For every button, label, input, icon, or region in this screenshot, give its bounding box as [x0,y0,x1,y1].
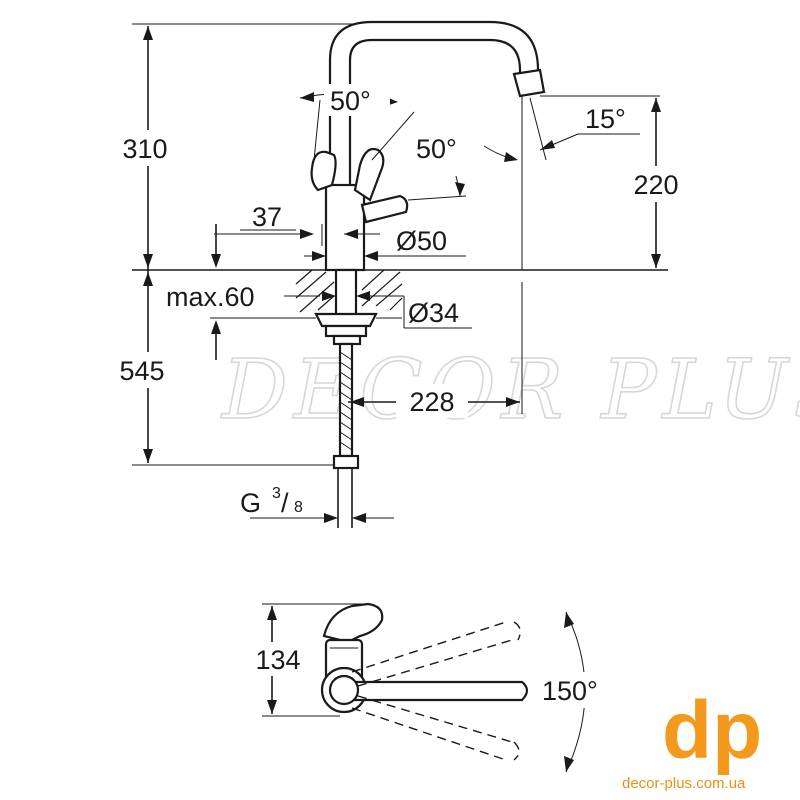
swing-lower-tip [513,741,520,761]
arrow-icon [143,254,153,268]
arrow-icon [364,251,378,261]
arrow-icon [504,152,518,162]
arrow-icon [300,229,314,239]
arrow-icon [312,251,326,261]
dim-15-deg: 15° [585,104,626,134]
thread-denominator: 8 [294,499,303,516]
arrow-icon [506,397,520,407]
thread-slash: / [281,488,289,518]
thread-numerator: 3 [272,485,281,502]
arrow-icon [564,756,574,772]
arrow-icon [143,26,153,40]
arrow-icon [267,700,277,714]
lever-axis-right [371,111,415,161]
spout-angle-line [529,97,547,161]
arrow-icon [324,513,338,523]
arrow-icon [651,98,661,112]
dim-dia-34: Ø34 [408,298,459,328]
watermark: DECOR PLUS [220,343,800,438]
dim-310: 310 [122,134,167,164]
swing-upper-dashed [351,621,513,687]
dim-37: 37 [252,202,282,232]
dim-50-deg-side: 50° [416,134,457,164]
dim-150-deg: 150° [542,676,598,706]
arrow-icon [564,612,574,628]
side-lever-axis [407,195,467,201]
arrow-icon [267,606,277,620]
dim-max-60: max.60 [166,282,255,312]
dim-134: 134 [255,645,300,675]
dim-228: 228 [409,387,454,417]
arrow-icon [356,291,370,301]
lever-axis-left [313,99,321,161]
arrow-icon [352,513,366,523]
dim-50-deg-top: 50° [330,86,371,116]
arrow-icon [322,291,336,301]
arrow-icon [300,92,314,102]
arrow-icon [143,449,153,463]
site-url: decor-plus.com.ua [622,775,746,792]
dim-545: 545 [119,356,164,386]
swing-lower-dashed [351,695,513,761]
arrow-icon [540,140,555,150]
arrow-icon [211,254,221,268]
swing-upper-tip [513,621,521,641]
arrow-icon [143,272,153,286]
logo: dp [662,685,762,776]
arrow-icon [211,320,221,334]
arrow-icon [651,254,661,268]
worktop-hatching [290,269,403,319]
spout [328,20,546,197]
dim-220: 220 [633,170,678,200]
faucet-body [310,147,409,346]
arrow-icon [344,229,358,239]
arrow-icon [455,182,465,196]
dim-dia-50: Ø50 [396,226,447,256]
top-view-faucet [320,602,529,714]
braided-hose [332,342,360,528]
arrow-icon [350,397,364,407]
thread-g: G [240,488,261,518]
